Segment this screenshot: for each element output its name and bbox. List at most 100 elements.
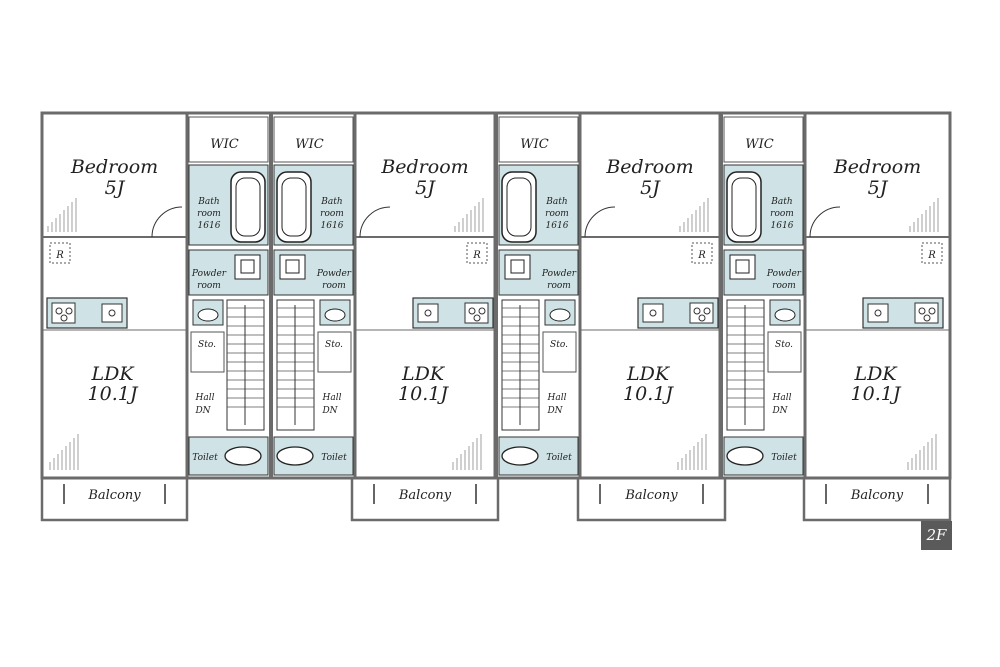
- wic: [188, 116, 269, 163]
- toilet-icon: [726, 446, 764, 466]
- wic: [498, 116, 579, 163]
- balcony: [576, 476, 727, 522]
- storage: [317, 331, 352, 373]
- balcony-label: Balcony: [624, 488, 678, 503]
- service-core: WICBathroom1616PowderroomSto.HallDNToile…: [186, 113, 271, 478]
- refrigerator-label: R: [927, 250, 936, 261]
- toilet-icon: [276, 446, 314, 466]
- sink-icon: [101, 303, 123, 323]
- down-label: DN: [771, 406, 788, 416]
- wic-label: WIC: [295, 137, 323, 152]
- washer-icon: [729, 254, 756, 280]
- refrigerator-label: R: [55, 250, 64, 261]
- bath-room-label: room: [197, 209, 221, 219]
- service-core: WICBathroom1616PowderroomSto.HallDNToile…: [721, 113, 806, 478]
- bath-room-label: room: [770, 209, 794, 219]
- powder-label: Powder: [541, 269, 577, 279]
- sink-icon: [417, 303, 439, 323]
- bath-label: Bath: [320, 197, 342, 207]
- bedroom-size: 5J: [105, 177, 126, 199]
- ldk-label: LDK: [90, 363, 135, 385]
- powder-room-label: room: [197, 281, 221, 291]
- balcony-label: Balcony: [87, 488, 141, 503]
- balcony: [40, 476, 189, 522]
- storage-label: Sto.: [550, 340, 568, 350]
- powder-room-label: room: [322, 281, 346, 291]
- hall-label: Hall: [547, 393, 567, 403]
- bath-room-label: room: [545, 209, 569, 219]
- ldk-size: 10.1J: [88, 383, 139, 405]
- bath-label: Bath: [770, 197, 792, 207]
- powder-label: Powder: [316, 269, 352, 279]
- sink-icon: [642, 303, 664, 323]
- door-swing: [809, 206, 841, 238]
- balcony: [802, 476, 952, 522]
- storage-label: Sto.: [198, 340, 216, 350]
- floor-label-badge: 2F: [921, 521, 952, 550]
- ldk-label: LDK: [401, 363, 446, 385]
- washer-icon: [504, 254, 531, 280]
- balcony-label: Balcony: [850, 488, 904, 503]
- down-label: DN: [321, 406, 338, 416]
- door-swing: [151, 206, 183, 238]
- toilet-label: Toilet: [546, 453, 572, 463]
- service-core: WICBathroom1616PowderroomSto.HallDNToile…: [271, 113, 356, 478]
- washer-icon: [234, 254, 261, 280]
- bathtub-icon: [726, 171, 762, 243]
- ldk-size: 10.1J: [623, 383, 674, 405]
- bedroom-label: Bedroom: [380, 156, 468, 178]
- washer-icon: [279, 254, 306, 280]
- refrigerator-icon: [49, 242, 71, 264]
- bath-size: 1616: [321, 221, 344, 231]
- bath-label: Bath: [197, 197, 219, 207]
- ldk-label: LDK: [626, 363, 671, 385]
- bath-size: 1616: [546, 221, 569, 231]
- unit-4: Bedroom5JRLDK10.1JBalconyWICBathroom1616…: [721, 113, 952, 522]
- toilet-label: Toilet: [321, 453, 347, 463]
- refrigerator-icon: [466, 242, 488, 264]
- balcony: [350, 476, 500, 522]
- bedroom-size: 5J: [640, 177, 661, 199]
- toilet-icon: [224, 446, 262, 466]
- down-label: DN: [546, 406, 563, 416]
- wic-label: WIC: [520, 137, 548, 152]
- door-swing: [584, 206, 616, 238]
- toilet-label: Toilet: [771, 453, 797, 463]
- powder-room-label: room: [547, 281, 571, 291]
- wic: [273, 116, 354, 163]
- storage-label: Sto.: [325, 340, 343, 350]
- down-label: DN: [194, 406, 211, 416]
- hall-label: Hall: [195, 393, 215, 403]
- wic-label: WIC: [745, 137, 773, 152]
- bedroom-label: Bedroom: [70, 156, 158, 178]
- ldk-size: 10.1J: [398, 383, 449, 405]
- storage: [767, 331, 802, 373]
- bath-label: Bath: [545, 197, 567, 207]
- storage-label: Sto.: [775, 340, 793, 350]
- bedroom-size: 5J: [868, 177, 889, 199]
- sink-icon: [867, 303, 889, 323]
- hall-label: Hall: [322, 393, 342, 403]
- powder-label: Powder: [191, 269, 227, 279]
- bath-size: 1616: [198, 221, 221, 231]
- storage: [542, 331, 577, 373]
- wic: [723, 116, 804, 163]
- bedroom-size: 5J: [415, 177, 436, 199]
- refrigerator-label: R: [472, 250, 481, 261]
- balcony-label: Balcony: [398, 488, 452, 503]
- bedroom-label: Bedroom: [833, 156, 921, 178]
- ldk-size: 10.1J: [851, 383, 902, 405]
- hall-label: Hall: [772, 393, 792, 403]
- powder-label: Powder: [766, 269, 802, 279]
- toilet-label: Toilet: [192, 453, 218, 463]
- bathtub-icon: [230, 171, 266, 243]
- refrigerator-icon: [691, 242, 713, 264]
- door-swing: [359, 206, 391, 238]
- unit-1: Bedroom5JRLDK10.1JBalconyWICBathroom1616…: [40, 113, 271, 522]
- bedroom-label: Bedroom: [605, 156, 693, 178]
- bathtub-icon: [276, 171, 312, 243]
- refrigerator-label: R: [697, 250, 706, 261]
- refrigerator-icon: [921, 242, 943, 264]
